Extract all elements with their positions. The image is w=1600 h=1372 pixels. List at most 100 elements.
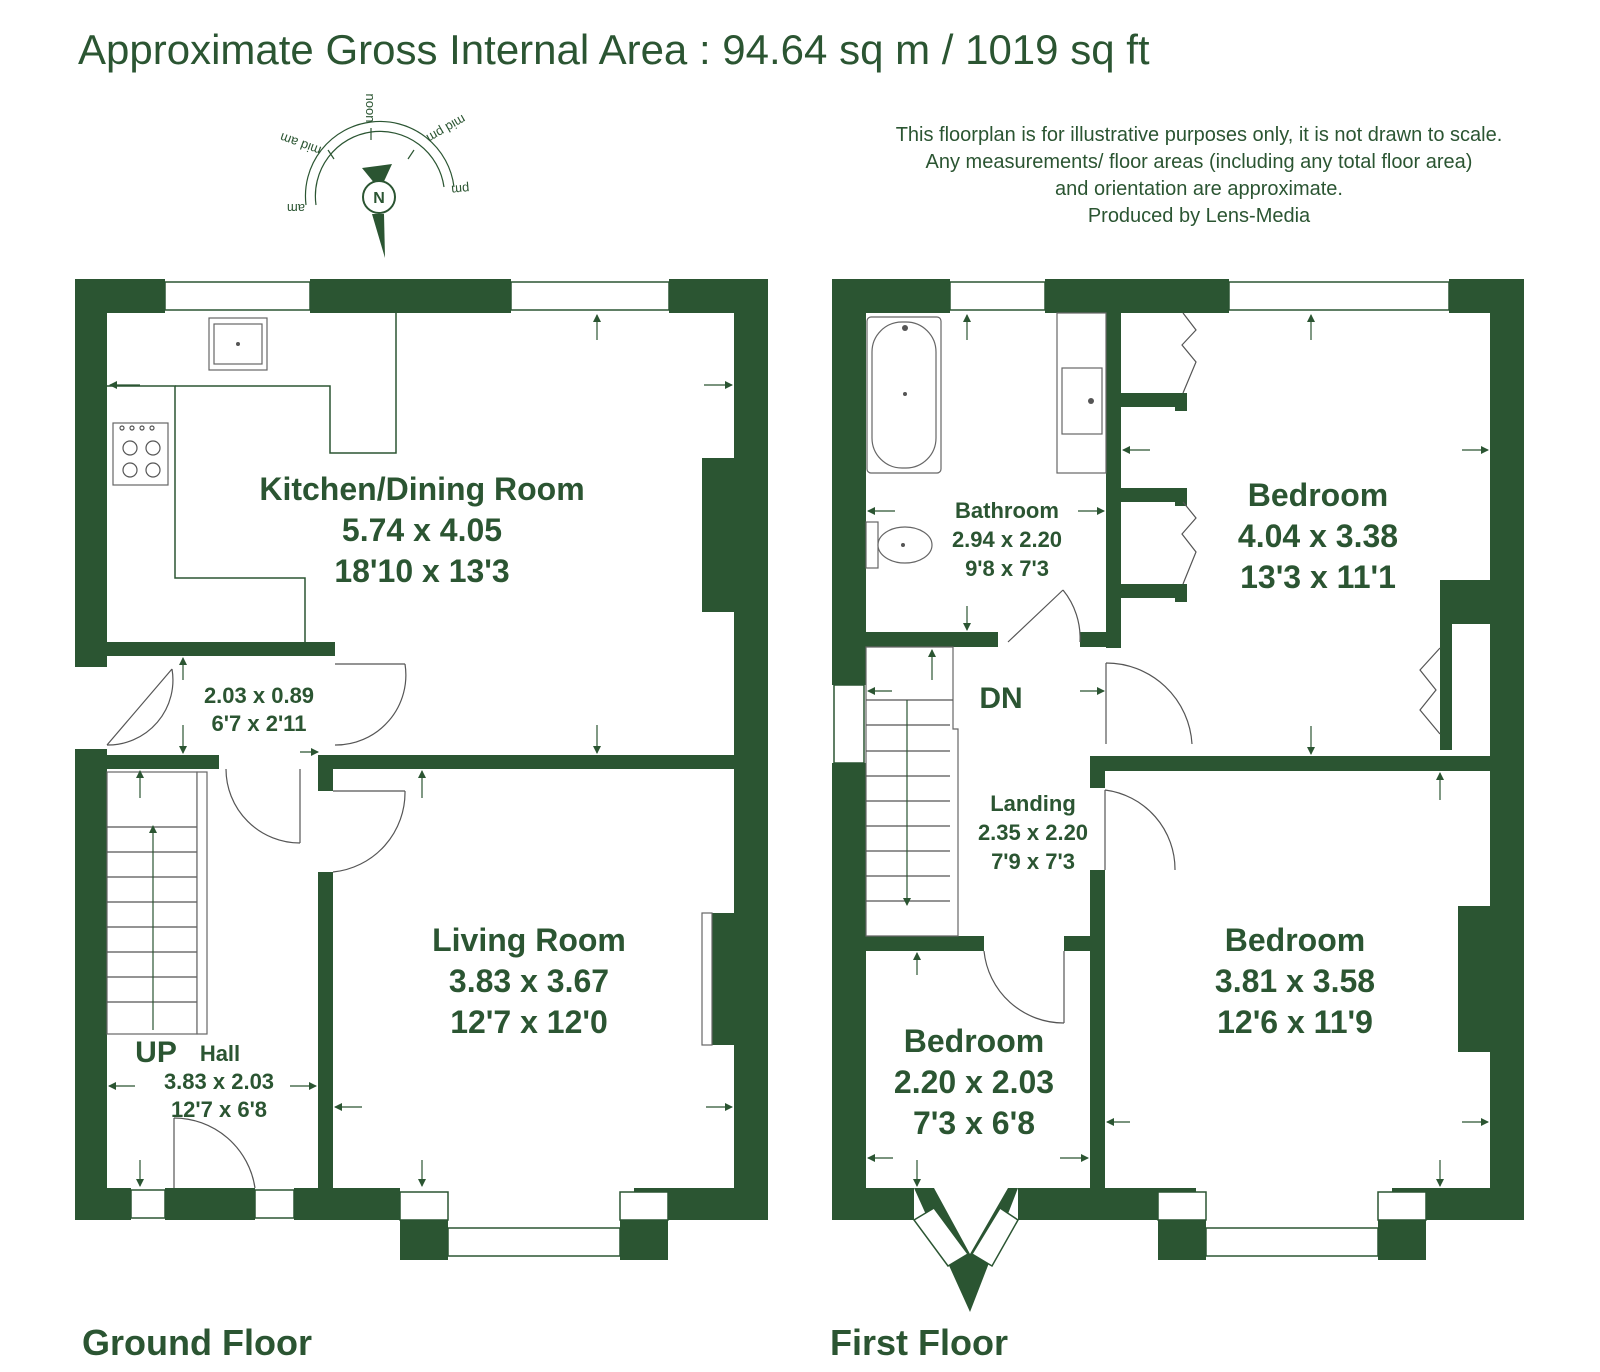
compass-north-label: N: [373, 190, 385, 207]
wall: [318, 872, 333, 1188]
wall: [1175, 488, 1187, 506]
wall: [832, 279, 950, 313]
toilet-icon: [865, 521, 933, 569]
wall: [400, 1220, 448, 1260]
compass-am-label: am: [287, 201, 305, 216]
chimney-breast: [712, 913, 734, 1045]
room-imperial-landing: 7'9 x 7'3: [991, 849, 1075, 874]
wall: [1090, 756, 1490, 771]
wall: [1440, 580, 1452, 750]
disclaimer-line-4: Produced by Lens-Media: [1088, 205, 1311, 227]
room-metric-living: 3.83 x 3.67: [449, 963, 609, 999]
wall: [734, 279, 768, 1220]
room-name-hall: Hall: [200, 1041, 240, 1066]
wall: [1121, 488, 1187, 502]
wall: [1158, 1220, 1206, 1260]
wall: [1121, 584, 1187, 598]
stairs: [106, 771, 208, 1035]
wall: [914, 1188, 1018, 1312]
wall: [1064, 936, 1090, 951]
room-name-kitchen: Kitchen/Dining Room: [259, 471, 584, 507]
wall: [107, 642, 335, 656]
page-title: Approximate Gross Internal Area : 94.64 …: [78, 26, 1150, 73]
window: [510, 281, 670, 311]
window: [164, 281, 311, 311]
door[interactable]: [1007, 589, 1081, 643]
door[interactable]: [983, 950, 1065, 1024]
compass-mid-am-label: mid am: [278, 130, 323, 159]
first-floor-label: First Floor: [830, 1322, 1008, 1363]
compass-noon-label: noon: [363, 94, 378, 123]
room-name-bedroom-1: Bedroom: [1248, 477, 1388, 513]
door[interactable]: [334, 663, 407, 746]
room-imperial-bathroom: 9'8 x 7'3: [965, 556, 1049, 581]
door[interactable]: [1104, 789, 1176, 871]
room-imperial-bedroom-3: 7'3 x 6'8: [913, 1105, 1035, 1141]
wall: [1106, 632, 1121, 648]
window: [970, 1206, 1019, 1268]
room-metric-bedroom-3: 2.20 x 2.03: [894, 1064, 1054, 1100]
chimney-breast: [702, 458, 734, 612]
window: [399, 1191, 449, 1221]
window: [254, 1189, 295, 1219]
stairs-down-label: DN: [979, 682, 1022, 715]
room-metric-bedroom-2: 3.81 x 3.58: [1215, 963, 1375, 999]
wall: [1106, 313, 1121, 638]
window: [1228, 281, 1450, 311]
wall: [1175, 584, 1187, 602]
window: [130, 1189, 166, 1219]
room-name-bedroom-2: Bedroom: [1225, 922, 1365, 958]
door[interactable]: [332, 790, 406, 873]
hob-icon: [112, 422, 169, 486]
disclaimer-line-1: This floorplan is for illustrative purpo…: [896, 124, 1503, 146]
door[interactable]: [173, 1117, 256, 1189]
room-name-living: Living Room: [432, 922, 626, 958]
door[interactable]: [1105, 662, 1193, 745]
door[interactable]: [106, 668, 174, 746]
room-imperial-porch: 6'7 x 2'11: [212, 711, 307, 736]
wall: [165, 1188, 255, 1220]
window: [447, 1227, 621, 1257]
room-metric-landing: 2.35 x 2.20: [978, 820, 1088, 845]
wall: [832, 279, 866, 685]
room-imperial-living: 12'7 x 12'0: [450, 1004, 608, 1040]
room-imperial-bedroom-1: 13'3 x 11'1: [1240, 559, 1396, 595]
wall: [1090, 756, 1105, 788]
stairs-up-label: UP: [135, 1036, 177, 1069]
window: [1157, 1191, 1207, 1221]
room-metric-bathroom: 2.94 x 2.20: [952, 527, 1062, 552]
window: [912, 1207, 970, 1267]
sink-icon: [1056, 312, 1107, 474]
wall: [310, 279, 511, 313]
wall: [75, 279, 165, 313]
wall: [75, 749, 107, 1220]
window: [833, 684, 865, 764]
room-imperial-bedroom-2: 12'6 x 11'9: [1217, 1004, 1373, 1040]
wall: [620, 1220, 668, 1260]
wall: [1175, 393, 1187, 411]
window: [619, 1191, 669, 1221]
window: [1377, 1191, 1427, 1221]
window: [949, 281, 1046, 311]
wall: [318, 769, 333, 791]
room-imperial-hall: 12'7 x 6'8: [171, 1097, 267, 1122]
stairs: [865, 646, 959, 937]
wall: [1121, 393, 1187, 407]
wall: [832, 763, 866, 1220]
wall: [107, 755, 219, 769]
wall: [832, 1188, 914, 1220]
hearth: [701, 912, 713, 1046]
wall: [1090, 870, 1105, 1188]
wall: [1490, 279, 1524, 1220]
compass-pm-label: pm: [451, 181, 470, 198]
wall: [75, 279, 107, 667]
disclaimer-line-3: and orientation are approximate.: [1055, 178, 1343, 200]
compass-icon: N noon mid am mid pm am pm: [278, 94, 470, 258]
ground-floor-plan: Kitchen/Dining Room 5.74 x 4.05 18'10 x …: [75, 279, 768, 1260]
wall: [866, 632, 998, 647]
door[interactable]: [225, 768, 301, 844]
disclaimer-line-2: Any measurements/ floor areas (including…: [926, 151, 1473, 173]
room-metric-hall: 3.83 x 2.03: [164, 1069, 274, 1094]
room-name-bedroom-3: Bedroom: [904, 1023, 1044, 1059]
